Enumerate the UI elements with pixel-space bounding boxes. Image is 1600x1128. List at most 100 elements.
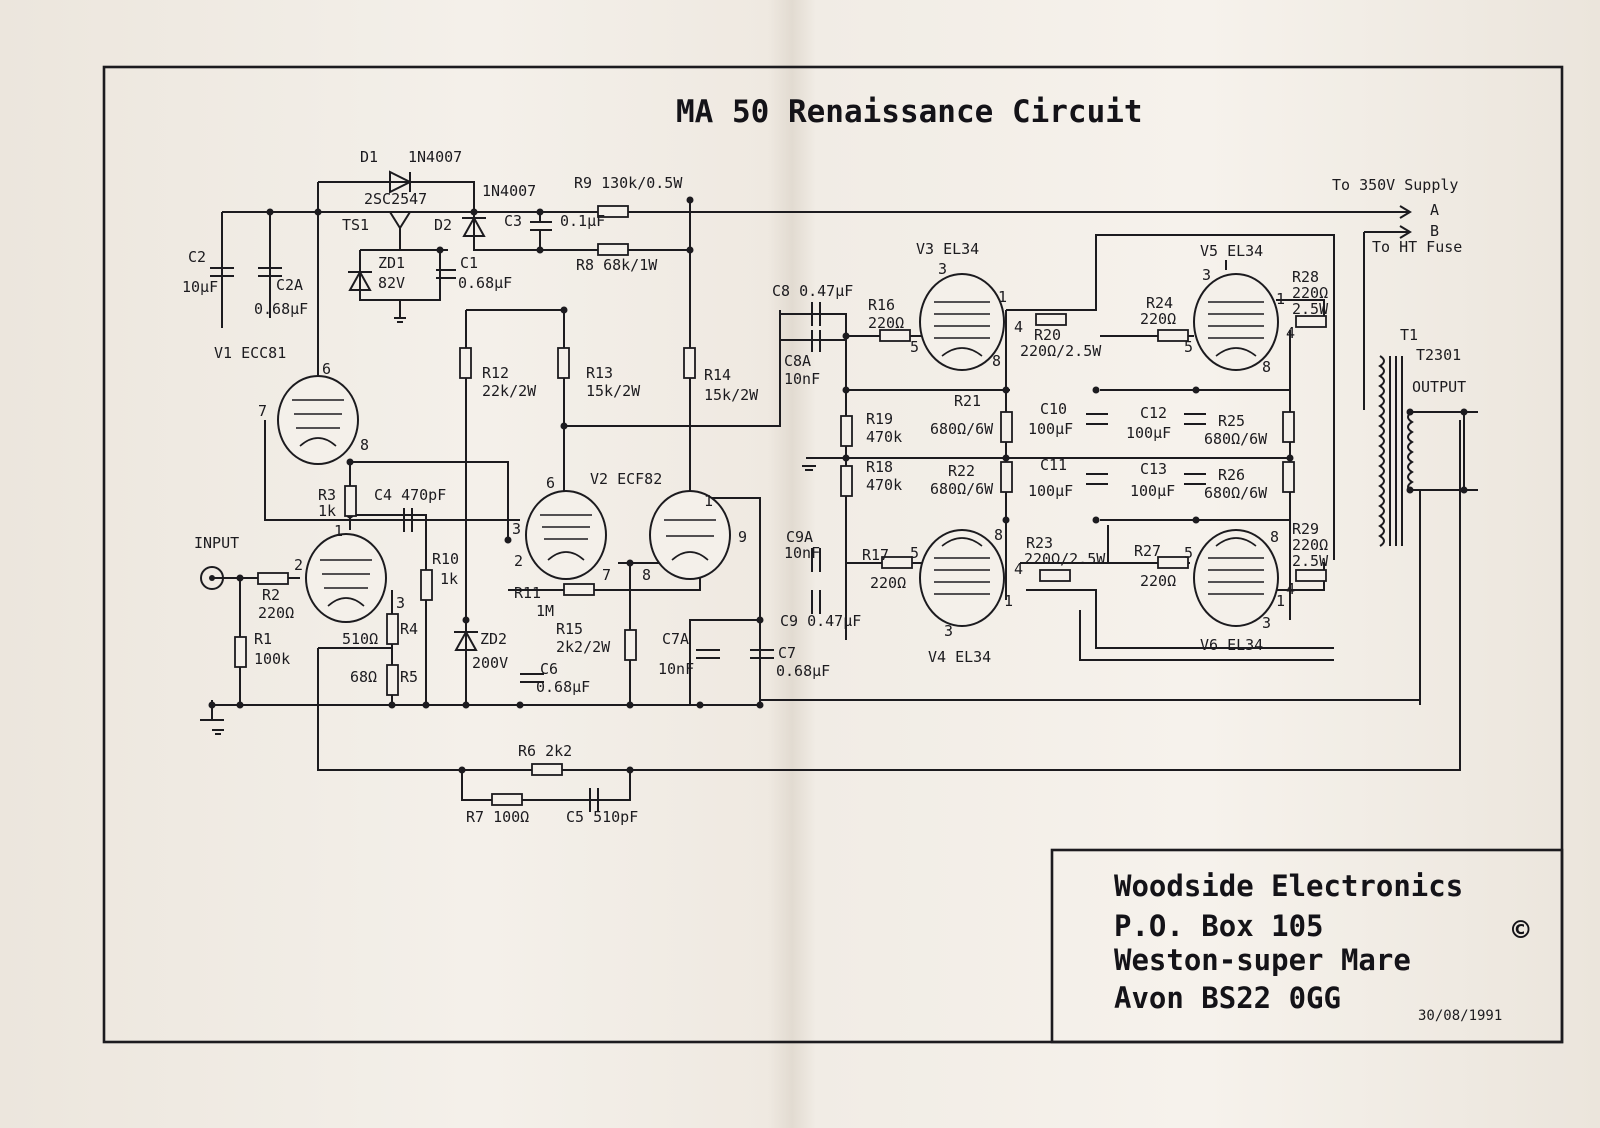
- svg-text:R28: R28: [1292, 268, 1319, 286]
- svg-text:82V: 82V: [378, 274, 405, 292]
- svg-text:5: 5: [1184, 338, 1193, 356]
- svg-text:C8 0.47µF: C8 0.47µF: [772, 282, 853, 300]
- svg-text:8: 8: [992, 352, 1001, 370]
- svg-text:1: 1: [334, 522, 343, 540]
- drawing-date: 30/08/1991: [1418, 1008, 1502, 1024]
- svg-text:C7: C7: [778, 644, 796, 662]
- supply-labels: To 350V Supply A B To HT Fuse: [1332, 176, 1462, 256]
- svg-text:3: 3: [396, 594, 405, 612]
- svg-text:3: 3: [512, 520, 521, 538]
- svg-text:0.68µF: 0.68µF: [458, 274, 512, 292]
- svg-text:220Ω/2.5W: 220Ω/2.5W: [1020, 342, 1102, 360]
- svg-text:100µF: 100µF: [1130, 482, 1175, 500]
- svg-text:R11: R11: [514, 584, 541, 602]
- svg-text:V6 EL34: V6 EL34: [1200, 636, 1263, 654]
- svg-text:OUTPUT: OUTPUT: [1412, 378, 1466, 396]
- svg-text:1k: 1k: [440, 570, 458, 588]
- svg-text:INPUT: INPUT: [194, 534, 239, 552]
- svg-text:V2 ECF82: V2 ECF82: [590, 470, 662, 488]
- svg-text:C6: C6: [540, 660, 558, 678]
- svg-text:R13: R13: [586, 364, 613, 382]
- svg-text:R15: R15: [556, 620, 583, 638]
- svg-text:R16: R16: [868, 296, 895, 314]
- svg-text:4: 4: [1014, 560, 1023, 578]
- svg-text:C2A: C2A: [276, 276, 303, 294]
- svg-text:C1: C1: [460, 254, 478, 272]
- component-labels: D1 1N4007 2SC2547 TS1 D2 1N4007 C3 0.1µF…: [182, 148, 1466, 826]
- svg-text:0.1µF: 0.1µF: [560, 212, 605, 230]
- svg-text:R26: R26: [1218, 466, 1245, 484]
- title-block: Woodside Electronics P.O. Box 105 Weston…: [1114, 869, 1530, 1024]
- svg-text:0.68µF: 0.68µF: [254, 300, 308, 318]
- svg-text:C12: C12: [1140, 404, 1167, 422]
- svg-text:4: 4: [1014, 318, 1023, 336]
- svg-text:1N4007: 1N4007: [408, 148, 462, 166]
- svg-text:220Ω: 220Ω: [1140, 310, 1176, 328]
- svg-text:10µF: 10µF: [182, 278, 218, 296]
- svg-text:220Ω: 220Ω: [1292, 284, 1328, 302]
- svg-text:10nF: 10nF: [784, 544, 820, 562]
- svg-text:C7A: C7A: [662, 630, 689, 648]
- svg-text:0.68µF: 0.68µF: [536, 678, 590, 696]
- svg-text:1N4007: 1N4007: [482, 182, 536, 200]
- svg-text:8: 8: [642, 566, 651, 584]
- svg-text:R8 68k/1W: R8 68k/1W: [576, 256, 658, 274]
- svg-text:2: 2: [294, 556, 303, 574]
- svg-text:2.5W: 2.5W: [1292, 300, 1329, 318]
- svg-text:R21: R21: [954, 392, 981, 410]
- svg-text:ZD1: ZD1: [378, 254, 405, 272]
- svg-text:5: 5: [910, 338, 919, 356]
- svg-text:7: 7: [258, 402, 267, 420]
- svg-text:6: 6: [546, 474, 555, 492]
- svg-text:9: 9: [738, 528, 747, 546]
- resistors: [234, 205, 1327, 806]
- svg-text:R7 100Ω: R7 100Ω: [466, 808, 529, 826]
- svg-text:220Ω: 220Ω: [868, 314, 904, 332]
- svg-text:T1: T1: [1400, 326, 1418, 344]
- svg-text:R5: R5: [400, 668, 418, 686]
- svg-text:510Ω: 510Ω: [342, 630, 378, 648]
- svg-text:R19: R19: [866, 410, 893, 428]
- company-name: Woodside Electronics: [1114, 869, 1463, 903]
- svg-text:22k/2W: 22k/2W: [482, 382, 537, 400]
- company-county: Avon BS22 0GG: [1114, 981, 1341, 1015]
- svg-text:1M: 1M: [536, 602, 554, 620]
- svg-text:7: 7: [602, 566, 611, 584]
- svg-text:B: B: [1430, 222, 1439, 240]
- svg-text:V1 ECC81: V1 ECC81: [214, 344, 286, 362]
- svg-text:5: 5: [910, 544, 919, 562]
- svg-text:D2: D2: [434, 216, 452, 234]
- svg-text:100k: 100k: [254, 650, 290, 668]
- svg-text:4: 4: [1286, 324, 1295, 342]
- svg-text:10nF: 10nF: [658, 660, 694, 678]
- svg-text:C3: C3: [504, 212, 522, 230]
- svg-text:R27: R27: [1134, 542, 1161, 560]
- svg-text:1: 1: [1004, 592, 1013, 610]
- svg-text:15k/2W: 15k/2W: [586, 382, 641, 400]
- svg-text:C4 470pF: C4 470pF: [374, 486, 446, 504]
- svg-text:8: 8: [360, 436, 369, 454]
- svg-text:TS1: TS1: [342, 216, 369, 234]
- svg-text:T2301: T2301: [1416, 346, 1461, 364]
- svg-text:A: A: [1430, 201, 1439, 219]
- svg-text:R24: R24: [1146, 294, 1173, 312]
- svg-text:1: 1: [1276, 290, 1285, 308]
- svg-text:15k/2W: 15k/2W: [704, 386, 759, 404]
- svg-text:220Ω: 220Ω: [1292, 536, 1328, 554]
- svg-text:220Ω: 220Ω: [870, 574, 906, 592]
- copyright-symbol: ©: [1512, 913, 1530, 947]
- svg-text:To HT Fuse: To HT Fuse: [1372, 238, 1462, 256]
- svg-text:R25: R25: [1218, 412, 1245, 430]
- svg-text:R20: R20: [1034, 326, 1061, 344]
- svg-text:2SC2547: 2SC2547: [364, 190, 427, 208]
- svg-text:R10: R10: [432, 550, 459, 568]
- svg-text:R3: R3: [318, 486, 336, 504]
- svg-text:C10: C10: [1040, 400, 1067, 418]
- svg-text:V3 EL34: V3 EL34: [916, 240, 979, 258]
- svg-text:R29: R29: [1292, 520, 1319, 538]
- svg-text:V4 EL34: V4 EL34: [928, 648, 991, 666]
- svg-text:R17: R17: [862, 546, 889, 564]
- svg-text:3: 3: [1262, 614, 1271, 632]
